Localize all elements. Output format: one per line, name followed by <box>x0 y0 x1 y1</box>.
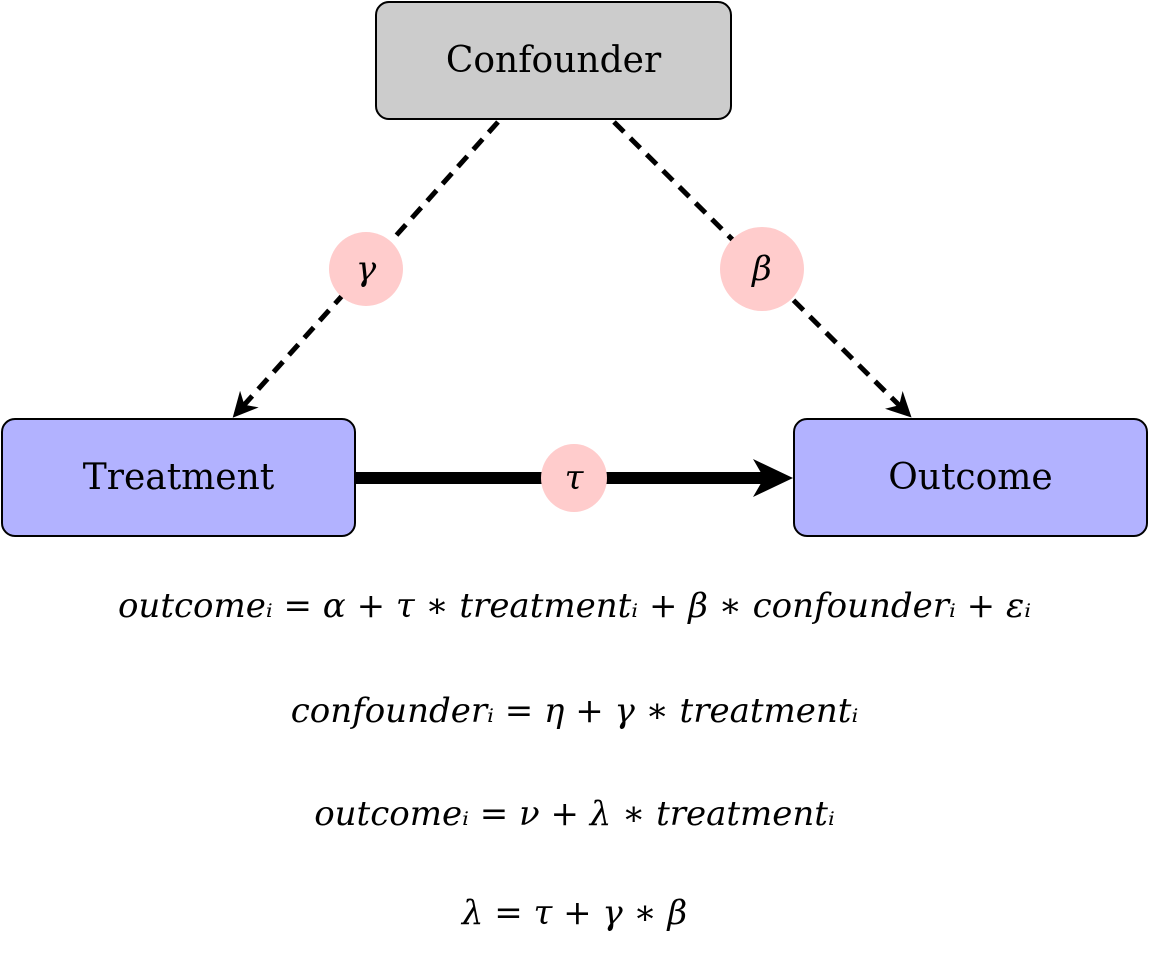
edge-label-beta: β <box>720 227 804 311</box>
node-confounder: Confounder <box>375 1 732 120</box>
edge-treatment-outcome-arrowhead <box>753 459 793 497</box>
node-treatment-label: Treatment <box>82 457 275 498</box>
edge-label-gamma-text: γ <box>355 249 377 289</box>
node-confounder-label: Confounder <box>445 40 662 81</box>
edge-label-beta-text: β <box>752 249 772 289</box>
equation-outcome-full: outcomeᵢ = α + τ ∗ treatmentᵢ + β ∗ conf… <box>117 586 1032 626</box>
equation-lambda: λ = τ + γ ∗ β <box>461 893 688 933</box>
node-outcome-label: Outcome <box>888 457 1053 498</box>
node-outcome: Outcome <box>793 418 1148 537</box>
edge-label-tau-text: τ <box>564 458 584 498</box>
equation-confounder: confounderᵢ = η + γ ∗ treatmentᵢ <box>290 691 859 731</box>
edge-label-gamma: γ <box>329 232 403 306</box>
equation-outcome-reduced: outcomeᵢ = ν + λ ∗ treatmentᵢ <box>314 794 835 834</box>
edge-label-tau: τ <box>541 444 607 512</box>
node-treatment: Treatment <box>1 418 356 537</box>
